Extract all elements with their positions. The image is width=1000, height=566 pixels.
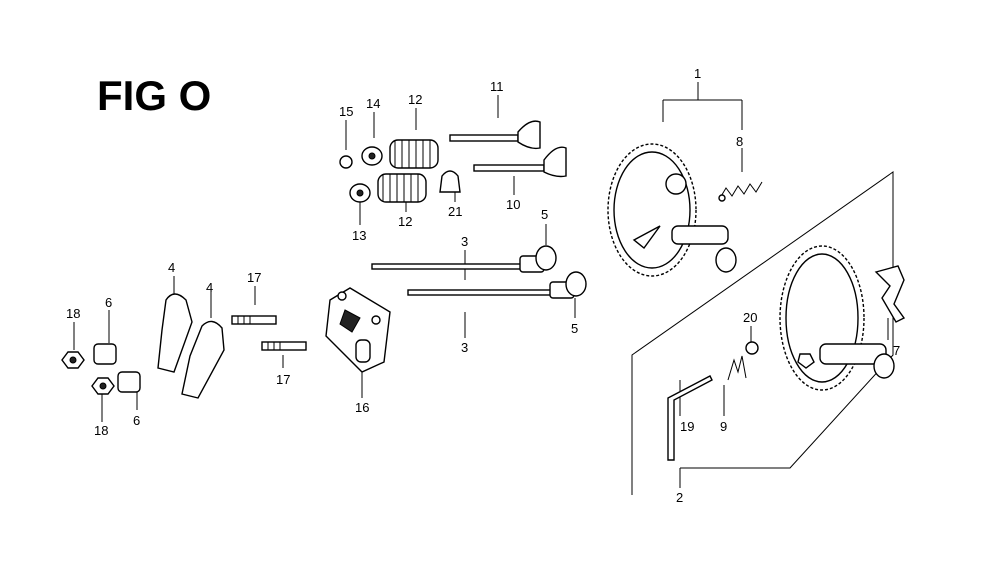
valve-spring-upper bbox=[389, 139, 439, 169]
pivot-adjusting-nut-lower bbox=[91, 377, 115, 395]
callout-14: 14 bbox=[366, 96, 380, 111]
callout-1: 1 bbox=[694, 66, 701, 81]
rocker-arm-left bbox=[157, 293, 193, 373]
camshaft-gear-assembly bbox=[607, 143, 737, 277]
callout-4a: 4 bbox=[168, 260, 175, 275]
push-rod-lower bbox=[407, 289, 553, 296]
callout-13: 13 bbox=[352, 228, 366, 243]
valve-spring-lower bbox=[377, 173, 427, 203]
callout-16: 16 bbox=[355, 400, 369, 415]
decompressor-weight bbox=[874, 265, 906, 323]
callout-12b: 12 bbox=[398, 214, 412, 229]
valve-lifter-lower bbox=[549, 271, 587, 299]
intake-valve bbox=[449, 120, 541, 150]
callout-12a: 12 bbox=[408, 92, 422, 107]
callout-11: 11 bbox=[490, 79, 504, 94]
callout-10: 10 bbox=[506, 197, 520, 212]
callout-20: 20 bbox=[743, 310, 757, 325]
callout-3a: 3 bbox=[461, 234, 468, 249]
callout-17b: 17 bbox=[276, 372, 290, 387]
figure-title: FIG O bbox=[97, 72, 212, 119]
decompressor-return-spring bbox=[727, 355, 747, 381]
hex-wrench bbox=[667, 375, 713, 461]
kit-inset-frame bbox=[631, 171, 894, 495]
valve-lifter-upper bbox=[519, 245, 557, 273]
callout-18b: 18 bbox=[94, 423, 108, 438]
decompressor-spring bbox=[718, 181, 763, 202]
callout-4b: 4 bbox=[206, 280, 213, 295]
rocker-arm-stud-lower bbox=[261, 341, 307, 351]
valve-stem-seal bbox=[439, 170, 461, 193]
exhaust-valve bbox=[473, 146, 567, 178]
callout-7: 7 bbox=[893, 343, 900, 358]
callout-5a: 5 bbox=[541, 207, 548, 222]
rocker-arm-stud-upper bbox=[231, 315, 277, 325]
callout-3b: 3 bbox=[461, 340, 468, 355]
leader-lines bbox=[73, 82, 889, 488]
rocker-arm-pivot-upper bbox=[93, 343, 117, 365]
callout-9: 9 bbox=[720, 419, 727, 434]
callout-labels: 1 8 11 12 14 15 10 21 12 13 5 3 3 5 17 1… bbox=[66, 66, 900, 505]
pivot-adjusting-nut-upper bbox=[61, 351, 85, 369]
callout-6a: 6 bbox=[105, 295, 112, 310]
decompressor-pin bbox=[745, 341, 759, 355]
kit-camshaft-gear bbox=[779, 245, 895, 391]
callout-17a: 17 bbox=[247, 270, 261, 285]
callout-18a: 18 bbox=[66, 306, 80, 321]
valve-cotter bbox=[339, 155, 353, 169]
push-rod-upper bbox=[371, 263, 525, 270]
callout-6b: 6 bbox=[133, 413, 140, 428]
rocker-arm-right bbox=[181, 320, 225, 399]
callout-2: 2 bbox=[676, 490, 683, 505]
callout-21: 21 bbox=[448, 204, 462, 219]
push-rod-guide-plate bbox=[325, 287, 391, 373]
callout-8: 8 bbox=[736, 134, 743, 149]
rocker-arm-pivot-lower bbox=[117, 371, 141, 393]
callout-5b: 5 bbox=[571, 321, 578, 336]
callout-15: 15 bbox=[339, 104, 353, 119]
callout-19: 19 bbox=[680, 419, 694, 434]
